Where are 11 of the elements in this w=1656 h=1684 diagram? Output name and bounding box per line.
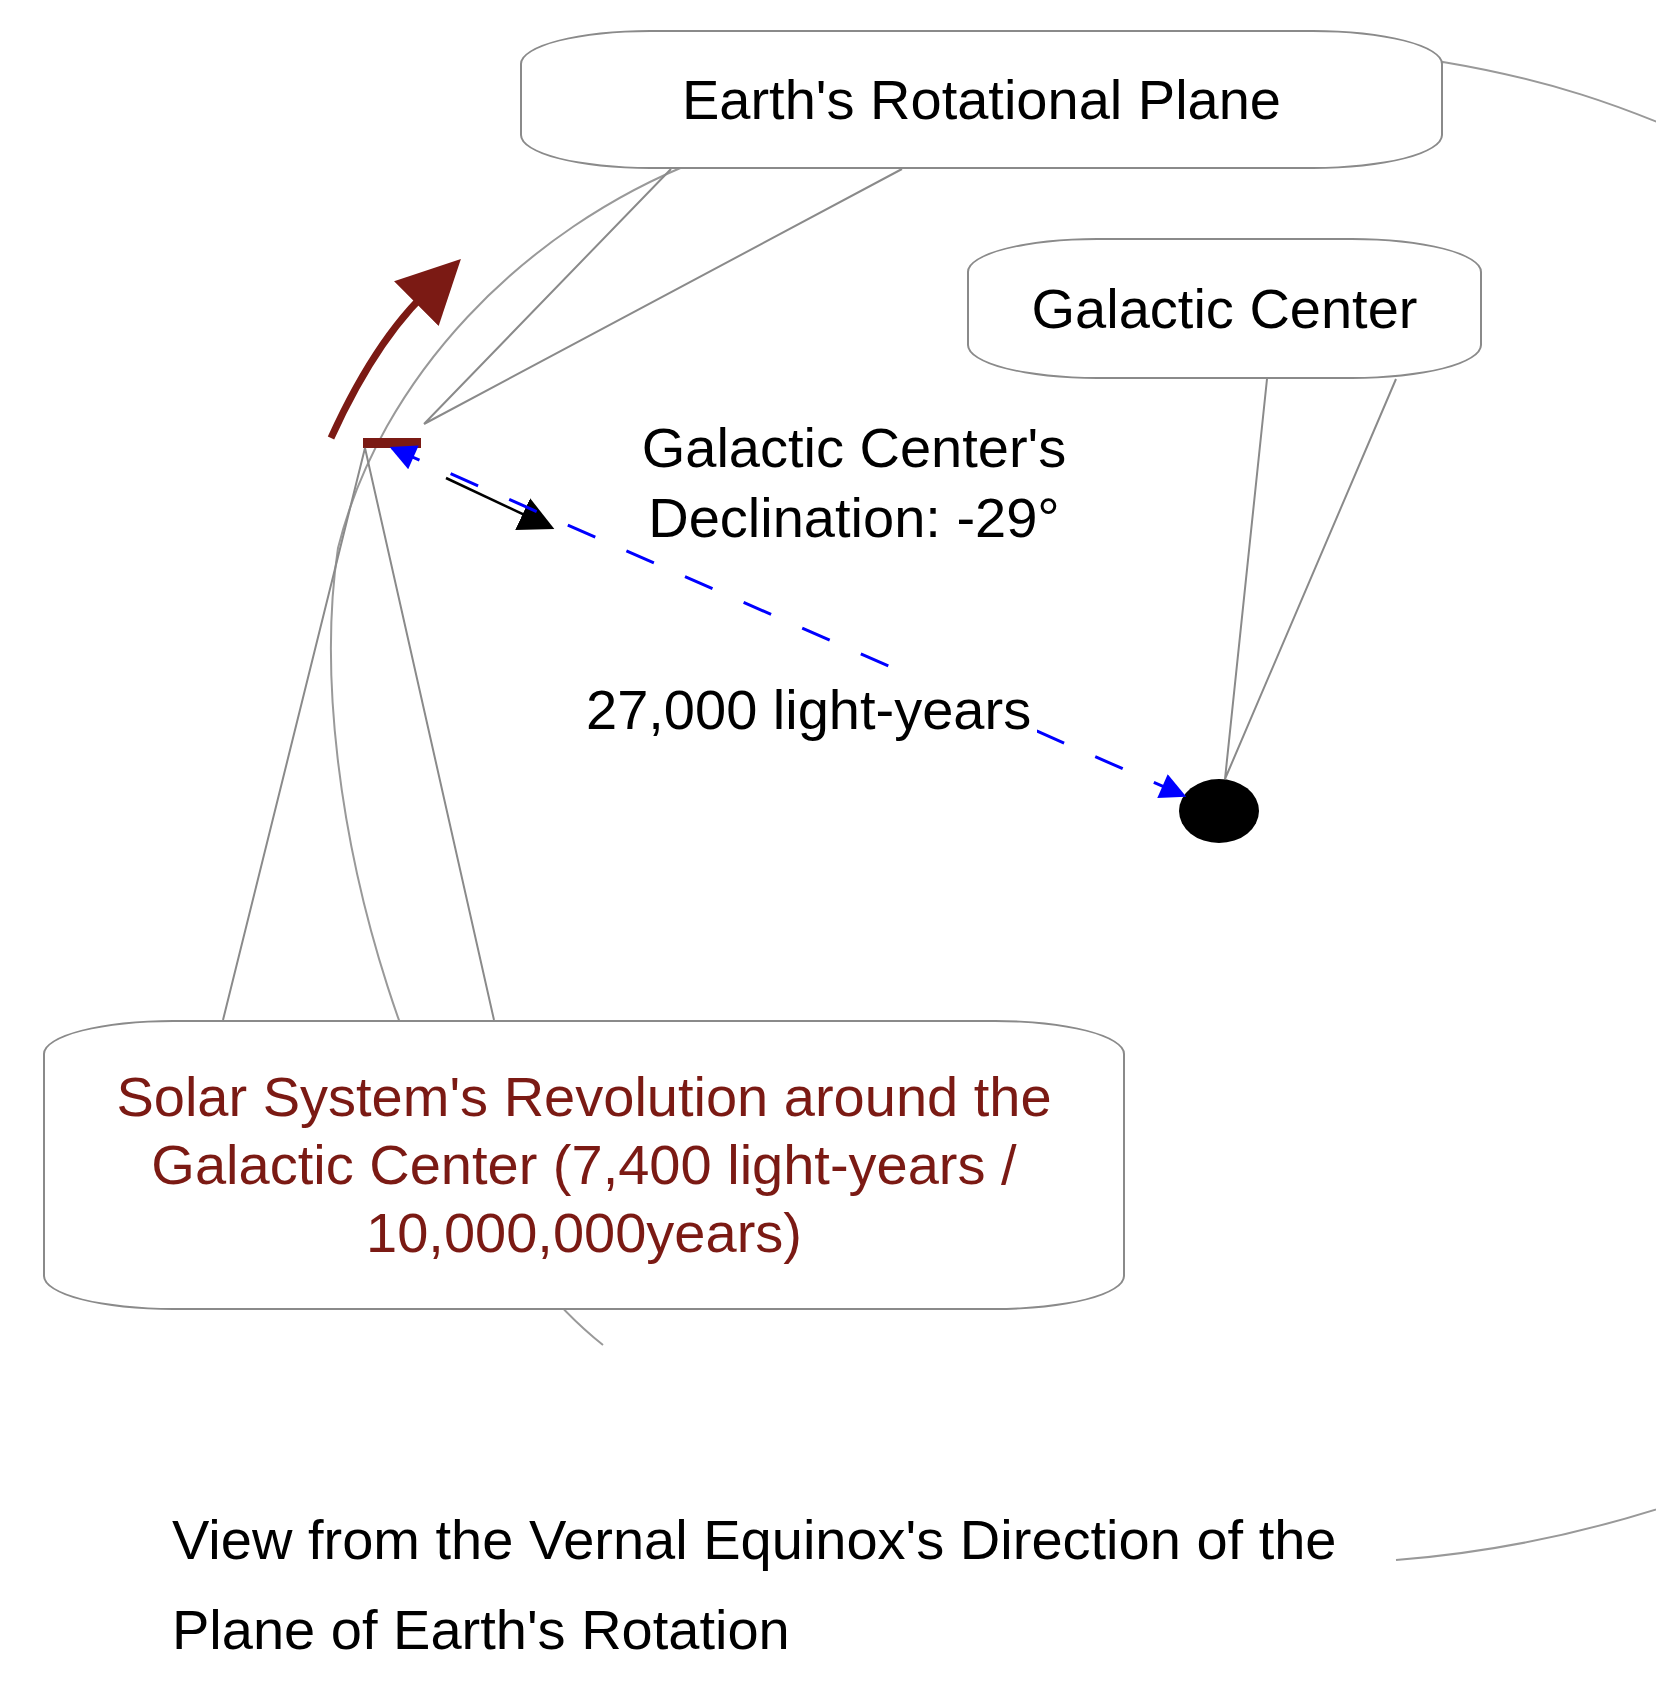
callout-pointer xyxy=(222,447,495,1021)
callout-text: Solar System's Revolution around the Galactic Center (7,400 light-years / 10,000,000years) xyxy=(115,1064,1053,1266)
callout-text: Galactic Center xyxy=(1031,275,1418,342)
speech-bubble xyxy=(967,238,1482,379)
callout-pointer xyxy=(1224,378,1397,780)
declination-label: Galactic Center's Declination: -29° xyxy=(640,415,1068,551)
speech-bubble xyxy=(43,1020,1125,1310)
callout-pointer xyxy=(423,168,903,425)
speech-bubble xyxy=(520,30,1443,169)
sun-marker xyxy=(363,438,421,448)
callout-text: Earth's Rotational Plane xyxy=(681,66,1281,133)
